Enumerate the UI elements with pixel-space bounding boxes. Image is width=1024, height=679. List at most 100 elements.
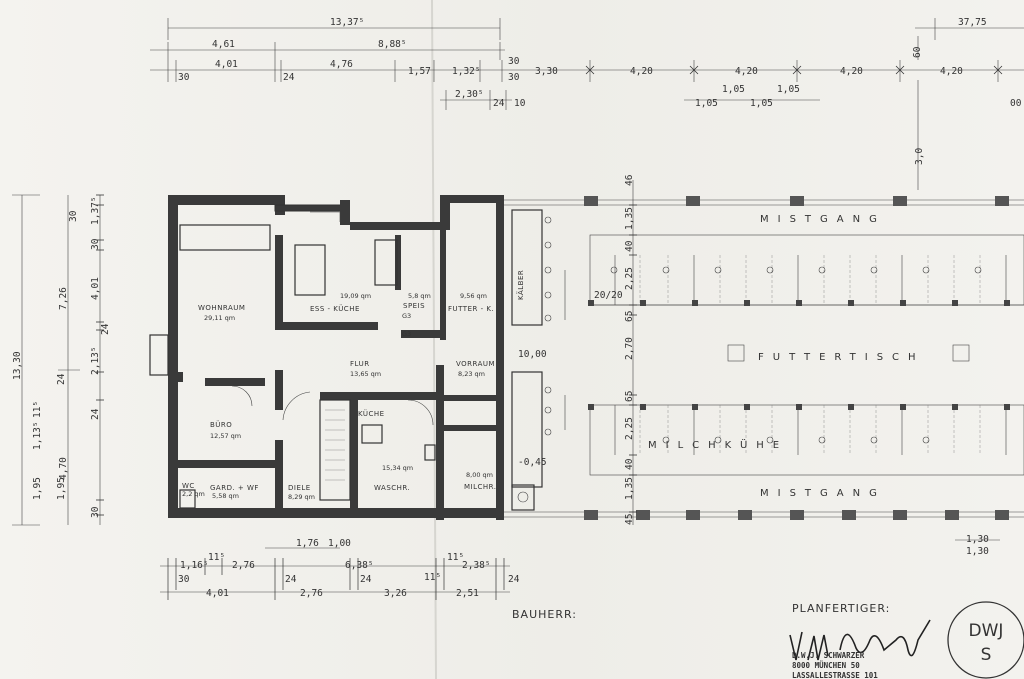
label-mistgang-top: MISTGANG bbox=[760, 214, 886, 225]
dim-left-1-95-b: 1,95 bbox=[56, 477, 67, 500]
dim-bottom-2-38: 2,38⁵ bbox=[462, 560, 491, 571]
area-gard-wf: 5,58 qm bbox=[212, 492, 239, 500]
dim-bottom-11-5-a: 11⁵ bbox=[208, 552, 225, 563]
dim-bottom-24-a: 24 bbox=[285, 574, 297, 585]
dim-left-1-95: 1,95 bbox=[32, 477, 43, 500]
dim-top-1-05-d: 1,05 bbox=[777, 84, 800, 95]
room-ess-kueche: ESS - KÜCHE bbox=[310, 304, 360, 313]
area-wc: 2,2 qm bbox=[182, 490, 205, 498]
dim-left-13-30: 13,30 bbox=[12, 351, 23, 380]
signature bbox=[789, 619, 931, 661]
room-labels: WOHNRAUM 29,11 qm 19,09 qm ESS - KÜCHE S… bbox=[182, 292, 497, 501]
area-ess-kueche: 19,09 qm bbox=[340, 292, 371, 300]
dim-top-1-57: 1,57 bbox=[408, 66, 431, 77]
dim-top-1-05-b: 1,05 bbox=[722, 84, 745, 95]
office-city: 8000 MÜNCHEN 50 bbox=[792, 661, 860, 670]
area-wohnraum: 29,11 qm bbox=[204, 314, 235, 322]
dim-bottom-2-76-b: 2,76 bbox=[300, 588, 323, 599]
dim-bottom-3-26: 3,26 bbox=[384, 588, 407, 599]
dim-top-30-mid: 30 bbox=[508, 56, 520, 67]
stamp-line-1: DWJ bbox=[969, 621, 1004, 641]
dim-top-overall-total: 37,75 bbox=[958, 17, 987, 28]
dim-barn-45: 45 bbox=[624, 514, 635, 525]
area-waschr: 15,34 qm bbox=[382, 464, 413, 472]
dim-top-4-20-d: 4,20 bbox=[940, 66, 963, 77]
dim-top-2-30: 2,30⁵ bbox=[455, 89, 484, 100]
dim-top-30-left: 30 bbox=[178, 72, 190, 83]
dim-bottom-1-76: 1,76 bbox=[296, 538, 319, 549]
dim-top-60: 60 bbox=[912, 46, 923, 58]
dim-right-1-30-a: 1,30 bbox=[966, 534, 989, 545]
room-buero: BÜRO bbox=[210, 420, 232, 429]
area-futter-k: 9,56 qm bbox=[460, 292, 487, 300]
room-flur: FLUR bbox=[350, 360, 370, 368]
dim-top-vertical-3-0: 3,0 bbox=[914, 148, 925, 165]
room-milchr: MILCHR. bbox=[464, 483, 497, 491]
dim-top-4-01: 4,01 bbox=[215, 59, 238, 70]
dim-bottom-24-b: 24 bbox=[360, 574, 372, 585]
dim-top-8-88: 8,88⁵ bbox=[378, 39, 407, 50]
dim-barn-2-25-top: 2,25 bbox=[624, 267, 635, 290]
dim-barn-46: 46 bbox=[624, 174, 635, 186]
dim-right-1-30-b: 1,30 bbox=[966, 546, 989, 557]
dim-top-1-05-c: 1,05 bbox=[750, 98, 773, 109]
label-mistgang-bottom: MISTGANG bbox=[760, 488, 886, 499]
office-street: LASSALLESTRASSE 101 bbox=[792, 671, 878, 679]
area-speis: 5,8 qm bbox=[408, 292, 431, 300]
dim-barn-2-70: 2,70 bbox=[624, 337, 635, 360]
label-kaelber: KÄLBER bbox=[516, 270, 525, 300]
dim-bottom-2-51: 2,51 bbox=[456, 588, 479, 599]
dim-left-30-a: 30 bbox=[68, 210, 79, 222]
dim-top-4-76: 4,76 bbox=[330, 59, 353, 70]
room-futter-k: FUTTER - K. bbox=[448, 305, 494, 313]
dim-left-4-01: 4,01 bbox=[90, 277, 101, 300]
office-name: D.W.J. SCHWARZER bbox=[792, 651, 865, 660]
area-diele: 8,29 qm bbox=[288, 493, 315, 501]
dim-barn-1-35-bottom: 1,35 bbox=[624, 477, 635, 500]
dim-left-7-26: 7,26 bbox=[58, 287, 69, 310]
dim-left-2-13: 2,13⁵ bbox=[90, 346, 101, 375]
room-wc: WC bbox=[182, 482, 195, 490]
dim-barn-20-20: 20/20 bbox=[594, 290, 623, 301]
label-futtertisch: FUTTERTISCH bbox=[758, 352, 925, 363]
area-buero: 12,57 qm bbox=[210, 432, 241, 440]
dim-barn-40-top: 40 bbox=[624, 240, 635, 252]
house-walls bbox=[149, 195, 535, 520]
bottom-dimension-chains: 1,76 1,00 1,16⁵ 11⁵ 2,76 6,38⁵ 11⁵ 2,38⁵… bbox=[160, 538, 520, 600]
dim-top-3-30: 3,30 bbox=[535, 66, 558, 77]
bauherr-label: BAUHERR: bbox=[512, 608, 577, 621]
dim-left-30-c: 30 bbox=[90, 506, 101, 518]
dim-top-10: 10 bbox=[514, 98, 526, 109]
dim-bottom-6-38: 6,38⁵ bbox=[345, 560, 374, 571]
dim-left-1-13: 1,13⁵ bbox=[32, 421, 43, 450]
area-vorraum: 8,23 qm bbox=[458, 370, 485, 378]
dim-left-11-5: 11⁵ bbox=[32, 401, 43, 418]
room-vorraum: VORRAUM bbox=[456, 360, 495, 368]
dim-left-30-b: 30 bbox=[90, 238, 101, 250]
dim-barn-65-top: 65 bbox=[624, 311, 635, 322]
dim-barn-1-35-top: 1,35 bbox=[624, 207, 635, 230]
area-flur: 13,65 qm bbox=[350, 370, 381, 378]
dim-left-4-70: 4,70 bbox=[58, 457, 69, 480]
title-block: BAUHERR: PLANFERTIGER: D.W.J. SCHWARZER … bbox=[512, 601, 1024, 679]
planfertiger-label: PLANFERTIGER: bbox=[792, 602, 890, 615]
dim-left-24-c: 24 bbox=[90, 408, 101, 420]
room-gard-wf: GARD. + WF bbox=[210, 484, 259, 492]
dim-top-30-right: 30 bbox=[508, 72, 520, 83]
dim-top-24: 24 bbox=[283, 72, 295, 83]
barn-plan: 1,35 40 2,25 65 2,70 65 2,25 40 1,35 45 … bbox=[504, 174, 1024, 557]
dim-bottom-11-5-c: 11⁵ bbox=[424, 572, 441, 583]
dim-top-4-61: 4,61 bbox=[212, 39, 235, 50]
dim-bottom-1-00: 1,00 bbox=[328, 538, 351, 549]
dim-bottom-1-16: 1,16⁵ bbox=[180, 560, 209, 571]
dim-bottom-24-c: 24 bbox=[508, 574, 520, 585]
left-dimension-chains: 13,30 7,26 4,70 30 1,37⁵ 30 4,01 24 2,13… bbox=[12, 194, 111, 526]
area-milchr: 8,00 qm bbox=[466, 471, 493, 479]
dim-barn-minus-0-45: -0,45 bbox=[518, 457, 547, 468]
dim-top-overall-house: 13,37⁵ bbox=[330, 17, 364, 28]
stamp-line-2: S bbox=[981, 645, 992, 665]
dim-left-24-a: 24 bbox=[100, 323, 111, 335]
dim-top-1-32: 1,32⁵ bbox=[452, 66, 481, 77]
